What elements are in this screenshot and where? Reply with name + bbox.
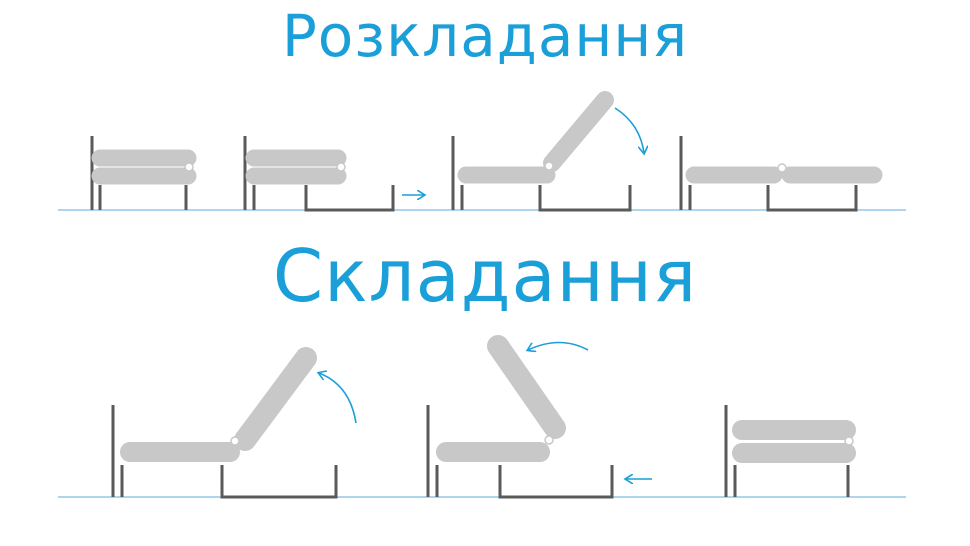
sofa-pulling-out (243, 136, 395, 212)
sofa-raising-back (111, 347, 338, 499)
curved-arrow-icon (528, 341, 589, 351)
curved-arrow-icon (319, 373, 357, 424)
folding-title: Складання (272, 234, 698, 318)
sofa-folded-2 (724, 405, 856, 497)
sofa-folded-1 (90, 136, 197, 210)
unfolding-title: Розкладання (281, 2, 689, 70)
sofa-unfolded (679, 136, 883, 212)
sofa-back-raised (451, 91, 632, 212)
sofa-back-tilted (426, 335, 614, 499)
curved-arrow-icon (614, 107, 644, 153)
